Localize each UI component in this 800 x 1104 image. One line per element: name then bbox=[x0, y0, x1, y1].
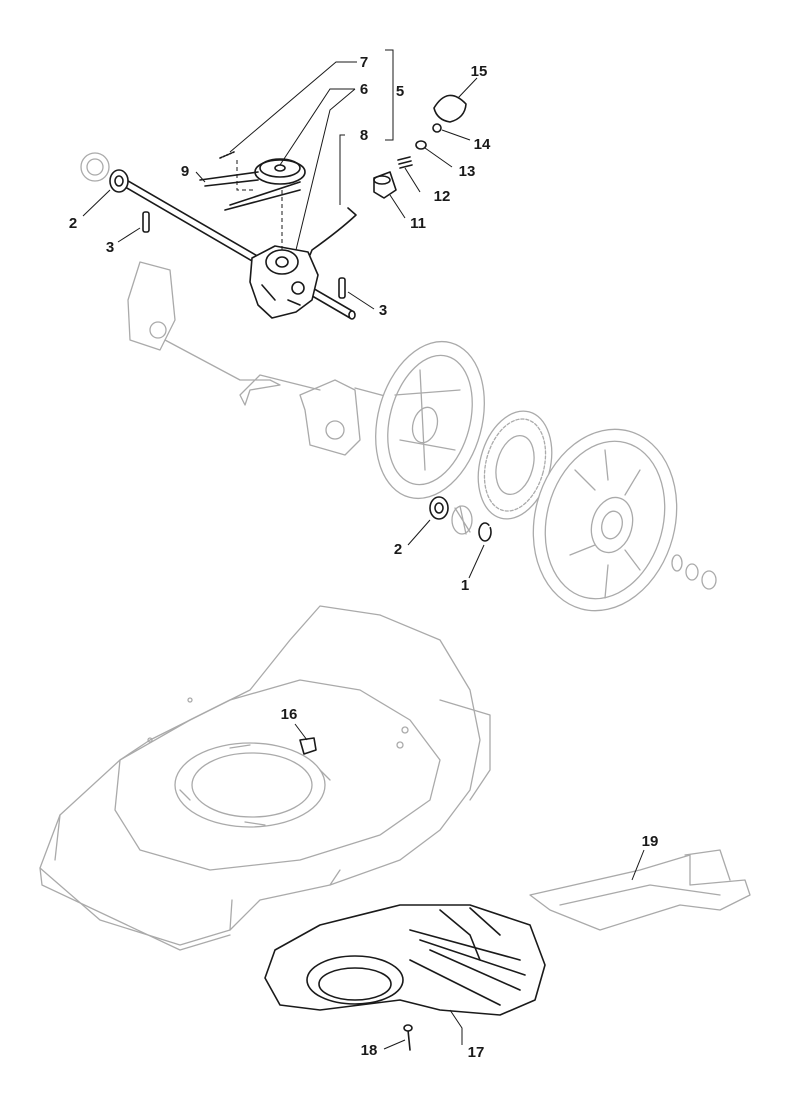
rod-bushing bbox=[373, 171, 397, 199]
washer bbox=[415, 140, 427, 150]
callout-5: 5 bbox=[396, 83, 404, 100]
blade-screw bbox=[403, 1024, 413, 1051]
callout-14: 14 bbox=[474, 136, 491, 153]
knob-cap bbox=[433, 94, 467, 123]
callout-3: 3 bbox=[106, 239, 114, 256]
control-rod bbox=[309, 207, 357, 256]
callout-2: 2 bbox=[394, 541, 402, 558]
rear-wheel bbox=[532, 428, 678, 612]
drive-belt bbox=[199, 171, 301, 211]
callout-2: 2 bbox=[69, 215, 77, 232]
drive-pulley bbox=[254, 158, 306, 185]
drive-axle bbox=[118, 176, 356, 320]
callout-12: 12 bbox=[434, 188, 451, 205]
key-pin bbox=[219, 151, 235, 159]
bearing-right bbox=[429, 496, 449, 520]
wheel-bearing-nut bbox=[671, 554, 717, 590]
callout-16: 16 bbox=[281, 706, 298, 723]
gearbox bbox=[249, 245, 319, 319]
mulching-plug bbox=[529, 849, 751, 931]
callout-18: 18 bbox=[361, 1042, 378, 1059]
blade-guard bbox=[264, 904, 546, 1016]
callout-15: 15 bbox=[471, 63, 488, 80]
callout-6: 6 bbox=[360, 81, 368, 98]
mower-deck bbox=[39, 605, 491, 951]
deck-plug bbox=[299, 737, 317, 755]
pin-left bbox=[142, 211, 150, 233]
callout-8: 8 bbox=[360, 127, 368, 144]
callout-labels: 1 2 2 3 3 5 6 7 8 9 11 12 13 14 15 16 17… bbox=[69, 54, 659, 1061]
bushing-left bbox=[80, 152, 110, 182]
callout-17: 17 bbox=[468, 1044, 485, 1061]
nut bbox=[432, 123, 442, 133]
pin-right bbox=[338, 277, 346, 299]
bearing-left bbox=[109, 169, 129, 193]
spring bbox=[397, 156, 413, 169]
callout-7: 7 bbox=[360, 54, 368, 71]
callout-1: 1 bbox=[461, 577, 469, 594]
callout-11: 11 bbox=[410, 215, 426, 232]
circlip bbox=[478, 522, 492, 542]
callout-13: 13 bbox=[459, 163, 476, 180]
leader-lines bbox=[82, 49, 645, 1050]
wheel-hub-cap bbox=[375, 340, 485, 500]
callout-19: 19 bbox=[642, 833, 659, 850]
drive-gear-ring bbox=[477, 410, 553, 520]
gear-sleeve bbox=[451, 505, 473, 535]
callout-3: 3 bbox=[379, 302, 387, 319]
callout-9: 9 bbox=[181, 163, 189, 180]
